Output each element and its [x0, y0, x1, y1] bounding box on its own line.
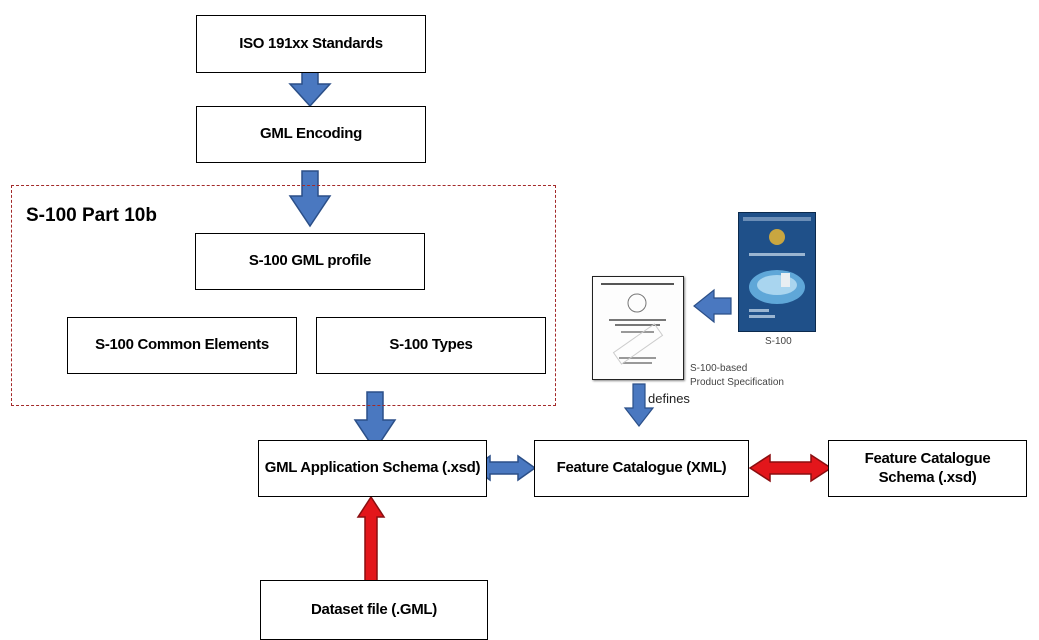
product-spec-caption: S-100-based Product Specification — [690, 362, 784, 389]
arrow-gml-encoding-to-profile — [288, 170, 332, 228]
defines-label: defines — [648, 391, 690, 406]
arrow-s100-to-product-spec — [693, 288, 732, 324]
s100-gml-profile-box: S-100 GML profile — [195, 233, 425, 290]
product-specification-image — [592, 276, 684, 380]
arrow-part10b-to-app-schema — [353, 391, 397, 452]
arrow-defines — [623, 383, 655, 427]
dataset-file-box: Dataset file (.GML) — [260, 580, 488, 640]
s100-caption: S-100 — [765, 336, 792, 347]
gml-application-schema-box: GML Application Schema (.xsd) — [258, 440, 487, 497]
common-elements-box: S-100 Common Elements — [67, 317, 297, 374]
gml-encoding-box: GML Encoding — [196, 106, 426, 163]
feature-catalogue-schema-box: Feature Catalogue Schema (.xsd) — [828, 440, 1027, 497]
product-spec-caption-line2: Product Specification — [690, 376, 784, 388]
s100-part10b-group — [11, 185, 556, 406]
s100-cover-image — [738, 212, 816, 332]
s100-types-box: S-100 Types — [316, 317, 546, 374]
feature-catalogue-box: Feature Catalogue (XML) — [534, 440, 749, 497]
group-label: S-100 Part 10b — [26, 205, 157, 226]
iso-standards-box: ISO 191xx Standards — [196, 15, 426, 73]
arrow-feature-catalogue-fc-schema — [748, 453, 833, 483]
product-spec-caption-line1: S-100-based — [690, 363, 748, 374]
